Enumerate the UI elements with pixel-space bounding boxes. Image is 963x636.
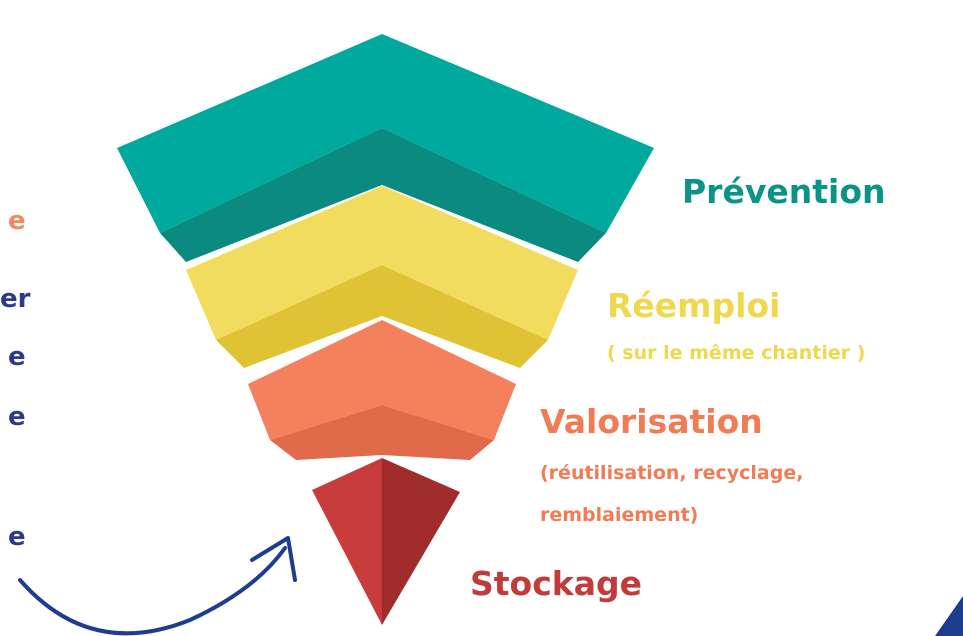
tier-stockage-left	[312, 458, 382, 625]
sublabel-valorisation-line1: (réutilisation, recyclage,	[540, 462, 804, 484]
tier-prevention-top	[117, 34, 654, 233]
corner-decoration	[935, 596, 963, 636]
tier-reemploi-front	[216, 265, 548, 368]
tier-reemploi	[186, 186, 578, 368]
sublabel-reemploi: ( sur le même chantier )	[607, 342, 866, 364]
label-stockage: Stockage	[470, 564, 642, 603]
sublabel-valorisation-line2: remblaiement)	[540, 504, 699, 526]
curved-arrow	[18, 536, 297, 636]
tier-valorisation-front	[270, 405, 494, 460]
partial-text-5: e	[8, 522, 26, 552]
partial-text-3: e	[8, 342, 26, 372]
label-prevention: Prévention	[682, 172, 886, 211]
tier-valorisation	[248, 320, 516, 460]
partial-text-4: e	[8, 402, 26, 432]
tier-stockage-right	[382, 458, 460, 625]
tier-prevention-front	[160, 128, 606, 262]
tier-prevention	[117, 34, 654, 262]
partial-text-2: er	[0, 284, 31, 314]
partial-text-1: e	[8, 206, 26, 236]
tier-reemploi-top	[186, 186, 578, 340]
label-valorisation: Valorisation	[540, 402, 763, 441]
tier-stockage	[312, 458, 460, 625]
label-reemploi: Réemploi	[607, 286, 781, 325]
tier-valorisation-top	[248, 320, 516, 440]
